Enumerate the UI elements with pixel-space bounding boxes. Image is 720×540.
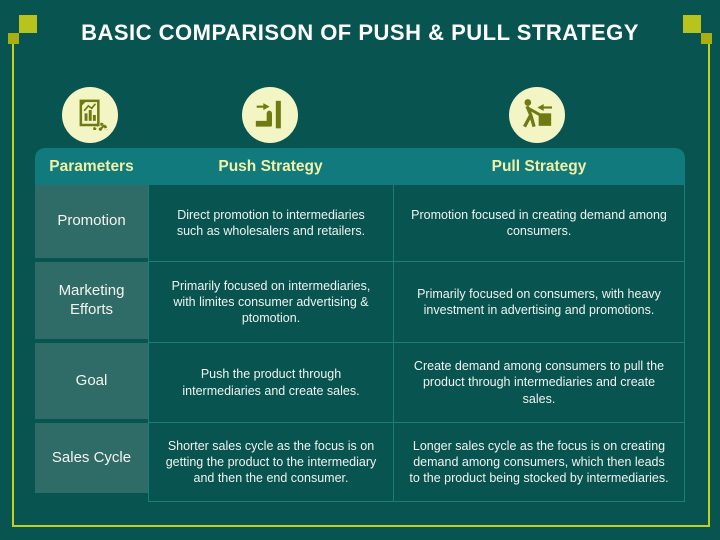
hand-push-icon-glyph <box>255 100 281 129</box>
push-cell: Direct promotion to intermediaries such … <box>148 185 393 262</box>
report-analytics-icon-glyph <box>79 99 108 131</box>
parameter-cell: Goal <box>35 343 148 419</box>
hand-push-icon <box>242 87 298 143</box>
col-header-parameters: Parameters <box>49 157 134 175</box>
person-pulling-box-icon-glyph <box>523 99 552 128</box>
pull-cell: Longer sales cycle as the focus is on cr… <box>393 423 685 502</box>
comparison-table: Parameters Push Strategy Pull Strategy P… <box>35 148 685 502</box>
person-pulling-box-icon <box>509 87 565 143</box>
parameter-cell: Promotion <box>35 185 148 258</box>
accent-square-top-left-large <box>19 15 37 33</box>
pull-cell: Create demand among consumers to pull th… <box>393 343 685 423</box>
accent-square-top-right-large <box>683 15 701 33</box>
push-cell: Push the product through intermediaries … <box>148 343 393 423</box>
accent-square-top-right-small <box>701 33 712 44</box>
accent-square-top-left-small <box>8 33 19 44</box>
pull-cell: Promotion focused in creating demand amo… <box>393 185 685 262</box>
report-analytics-icon <box>62 87 118 143</box>
table-header-row: Parameters Push Strategy Pull Strategy <box>35 148 685 185</box>
push-cell: Primarily focused on intermediaries, wit… <box>148 262 393 343</box>
col-header-push-strategy: Push Strategy <box>218 157 323 175</box>
table-row-sales-cycle: Sales Cycle Shorter sales cycle as the f… <box>35 423 685 502</box>
table-row-promotion: Promotion Direct promotion to intermedia… <box>35 185 685 262</box>
parameter-cell: Marketing Efforts <box>35 262 148 339</box>
slide-title: BASIC COMPARISON OF PUSH & PULL STRATEGY <box>81 20 639 45</box>
table-row-marketing-efforts: Marketing Efforts Primarily focused on i… <box>35 262 685 343</box>
col-header-pull-strategy: Pull Strategy <box>491 157 587 175</box>
push-cell: Shorter sales cycle as the focus is on g… <box>148 423 393 502</box>
decorative-frame <box>12 44 710 527</box>
table-row-goal: Goal Push the product through intermedia… <box>35 343 685 423</box>
parameter-cell: Sales Cycle <box>35 423 148 493</box>
pull-cell: Primarily focused on consumers, with hea… <box>393 262 685 343</box>
